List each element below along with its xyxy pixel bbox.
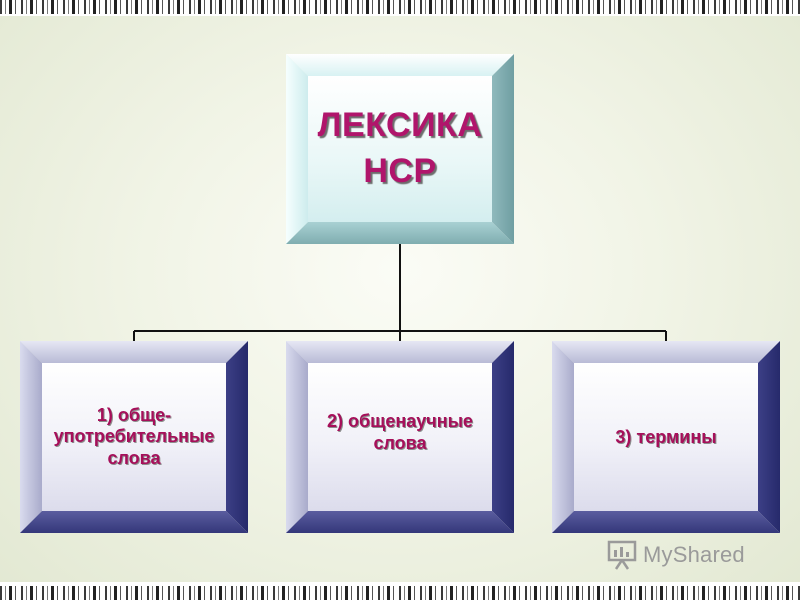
child-label-line: слова: [373, 432, 427, 453]
root-title-line2: НСР: [363, 152, 437, 190]
root-node-face: ЛЕКСИКА НСР: [308, 76, 492, 222]
root-node: ЛЕКСИКА НСР: [286, 54, 514, 244]
top-border-stripe: [0, 0, 800, 14]
presentation-board-icon: [607, 540, 637, 570]
bottom-border-stripe: [0, 586, 800, 600]
child-label-line: 1) обще-: [96, 404, 172, 425]
watermark-logo: MyShared: [605, 535, 745, 575]
child-node-scientific-words: 2) общенаучные слова: [286, 341, 514, 533]
child-node-common-words: 1) обще- употребительные слова: [20, 341, 248, 533]
child-node-face: 1) обще- употребительные слова: [42, 363, 226, 511]
child-node-face: 3) термины: [574, 363, 758, 511]
child-label-line: 3) термины: [615, 427, 717, 447]
watermark-text: MyShared: [643, 542, 745, 567]
child-node-face: 2) общенаучные слова: [308, 363, 492, 511]
root-title-line1: ЛЕКСИКА: [317, 106, 483, 145]
child-label-line: 2) общенаучные: [327, 411, 473, 431]
child-label-line: слова: [107, 447, 161, 468]
child-node-terms: 3) термины: [552, 341, 780, 533]
child-label-line: употребительные: [53, 426, 215, 447]
